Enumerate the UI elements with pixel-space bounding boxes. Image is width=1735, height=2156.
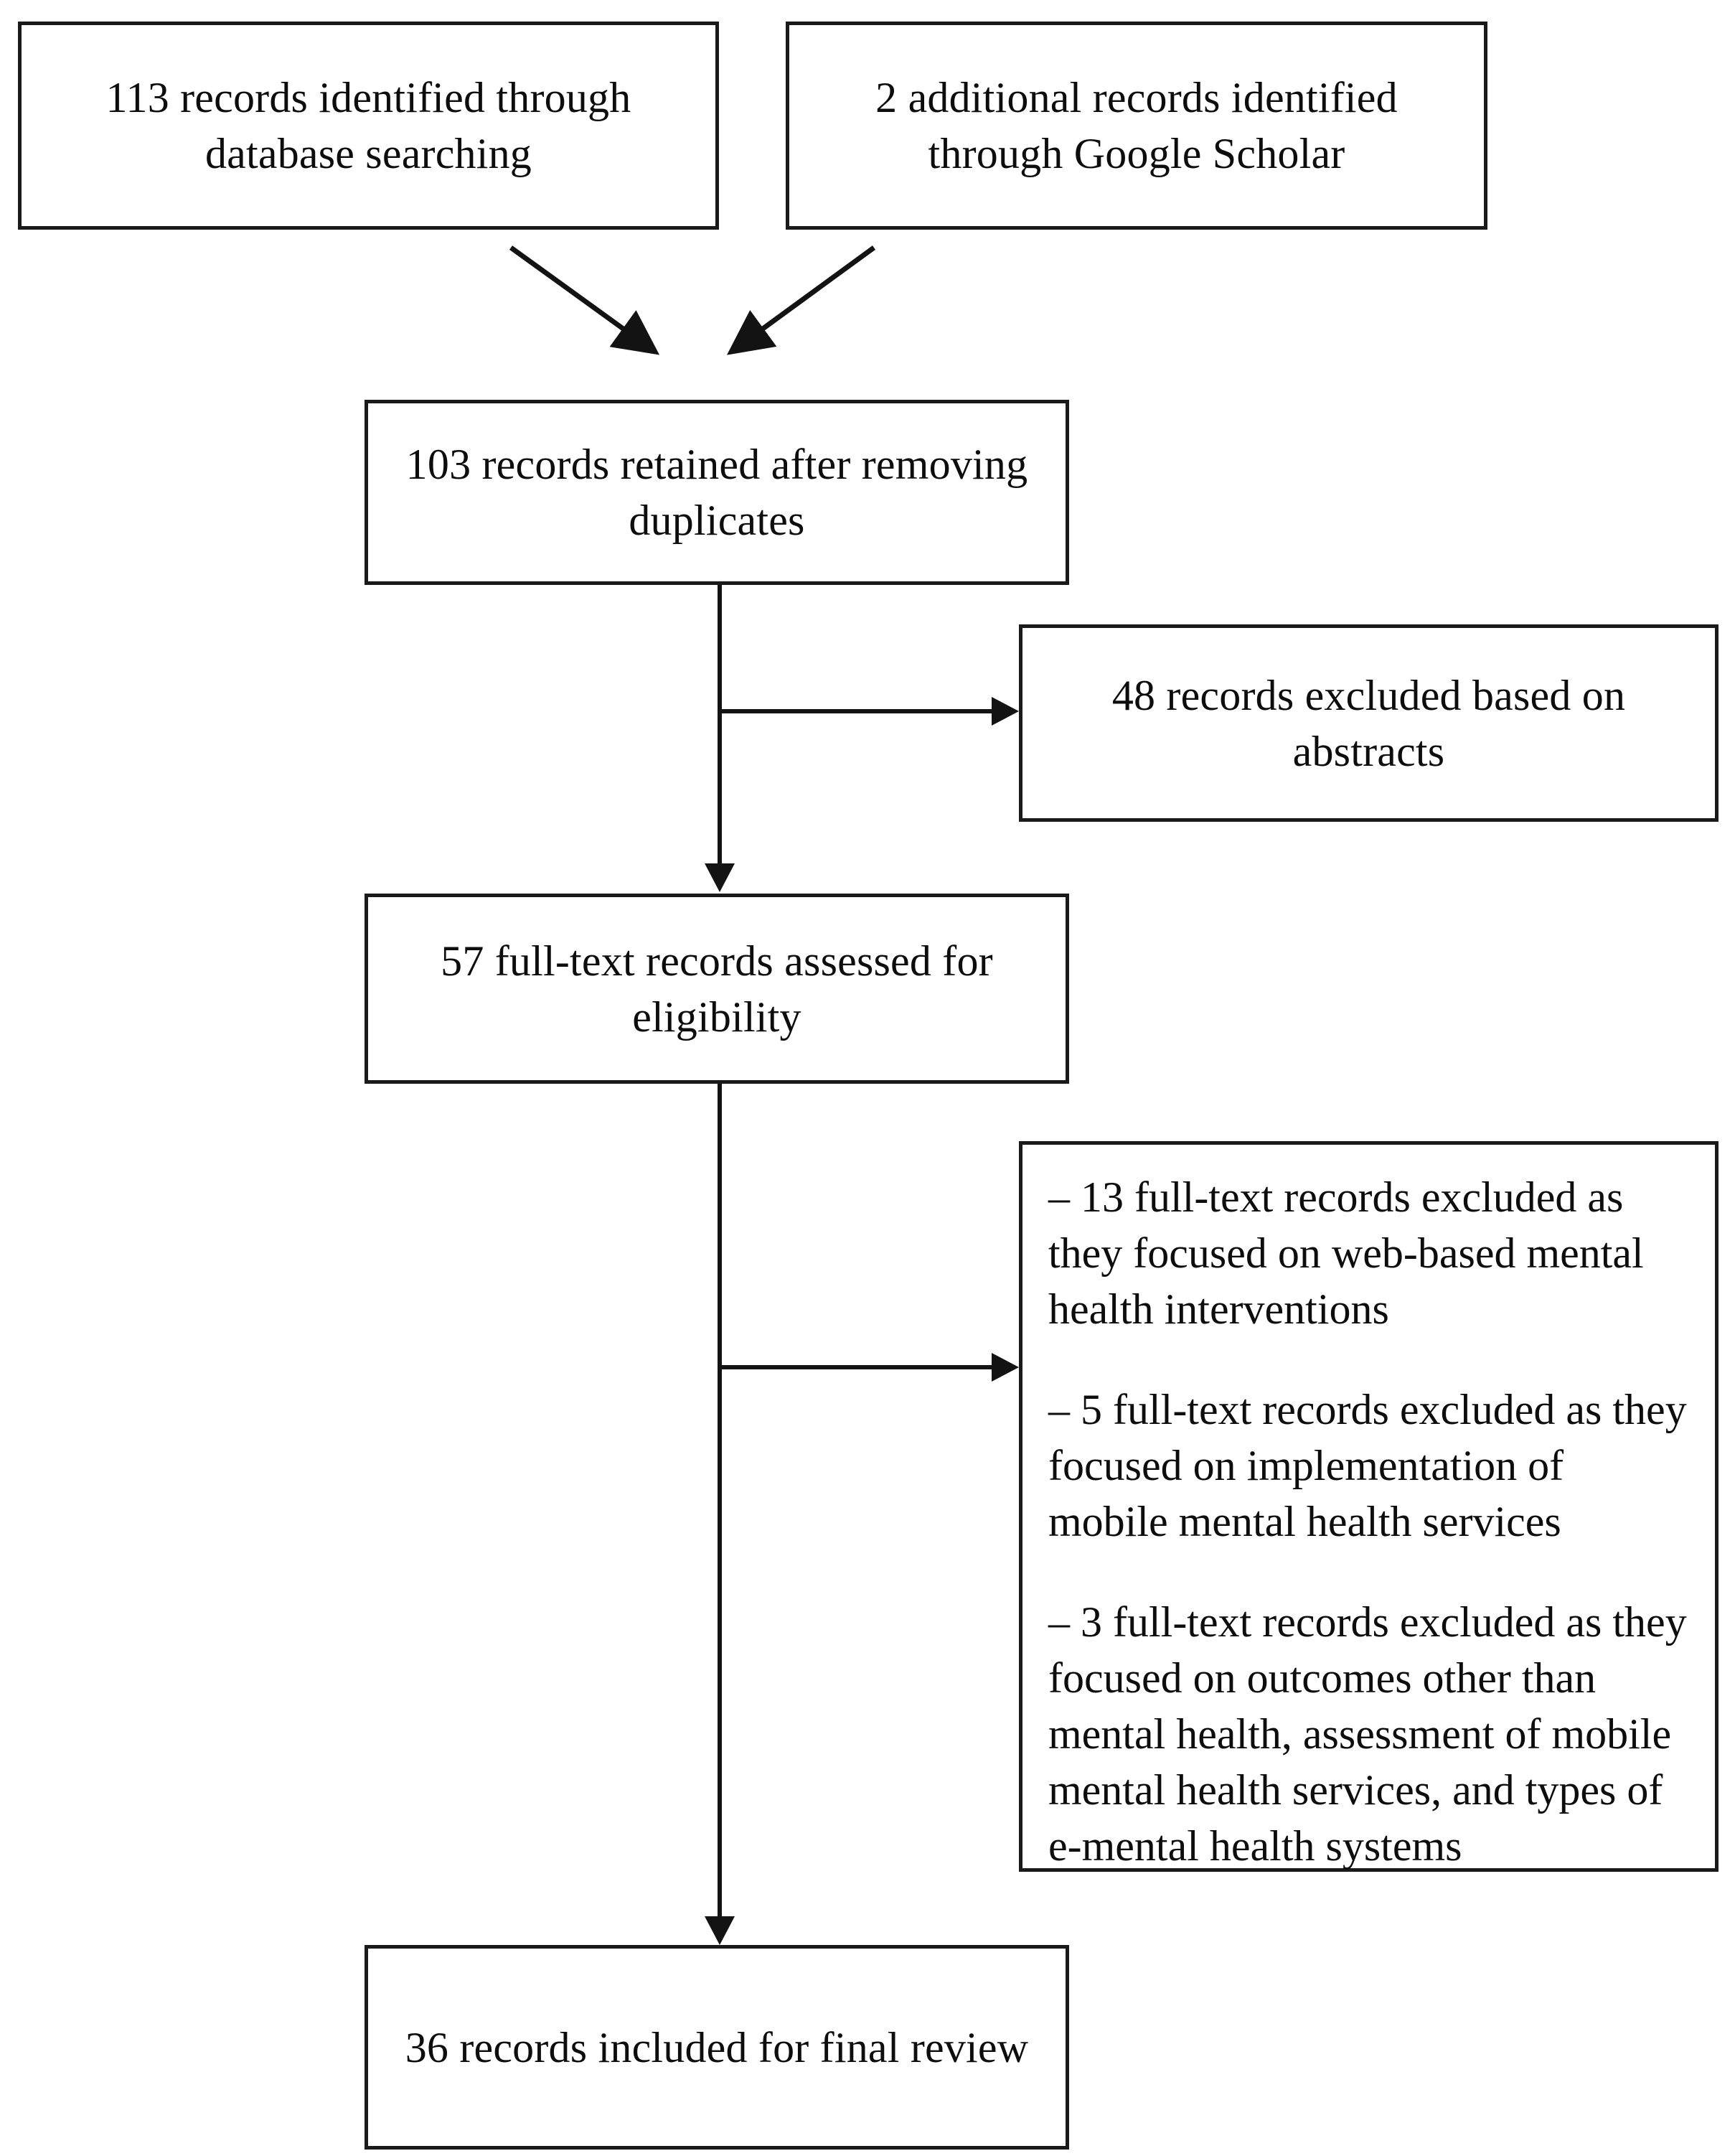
node-records-retained-label: 103 records retained after removing dupl… <box>405 441 1028 544</box>
node-google-scholar-label: 2 additional records identified through … <box>875 74 1398 177</box>
node-full-text-assessed-label: 57 full-text records assessed for eligib… <box>441 937 993 1041</box>
node-database-search: 113 records identified through database … <box>18 22 719 230</box>
exclusion-reason-web-based: – 13 full-text records excluded as they … <box>1048 1173 1644 1333</box>
edge-fulltext-to-excluded-line <box>718 1365 997 1369</box>
node-excluded-abstracts-label: 48 records excluded based on abstracts <box>1111 671 1626 775</box>
edge-dedup-to-excluded-abstracts-arrowhead <box>992 697 1019 726</box>
edge-dedup-to-fulltext-arrowhead <box>705 863 735 892</box>
node-excluded-abstracts: 48 records excluded based on abstracts <box>1019 624 1718 822</box>
exclusion-reason-other-outcomes: – 3 full-text records excluded as they f… <box>1048 1598 1687 1870</box>
edge-dedup-to-fulltext-line <box>718 585 722 865</box>
node-full-text-excluded: – 13 full-text records excluded as they … <box>1019 1141 1718 1872</box>
node-included-final-label: 36 records included for final review <box>405 2023 1029 2071</box>
node-google-scholar: 2 additional records identified through … <box>786 22 1487 230</box>
node-included-final: 36 records included for final review <box>365 1945 1069 2150</box>
node-records-retained: 103 records retained after removing dupl… <box>365 400 1069 585</box>
edge-fulltext-to-included-line <box>718 1084 722 1918</box>
edge-dedup-to-excluded-abstracts-line <box>718 709 997 713</box>
exclusion-reason-implementation: – 5 full-text records excluded as they f… <box>1048 1386 1687 1545</box>
edge-fulltext-to-excluded-arrowhead <box>992 1353 1019 1382</box>
node-full-text-assessed: 57 full-text records assessed for eligib… <box>365 894 1069 1084</box>
edge-fulltext-to-included-arrowhead <box>705 1916 735 1945</box>
node-database-search-label: 113 records identified through database … <box>105 74 631 177</box>
